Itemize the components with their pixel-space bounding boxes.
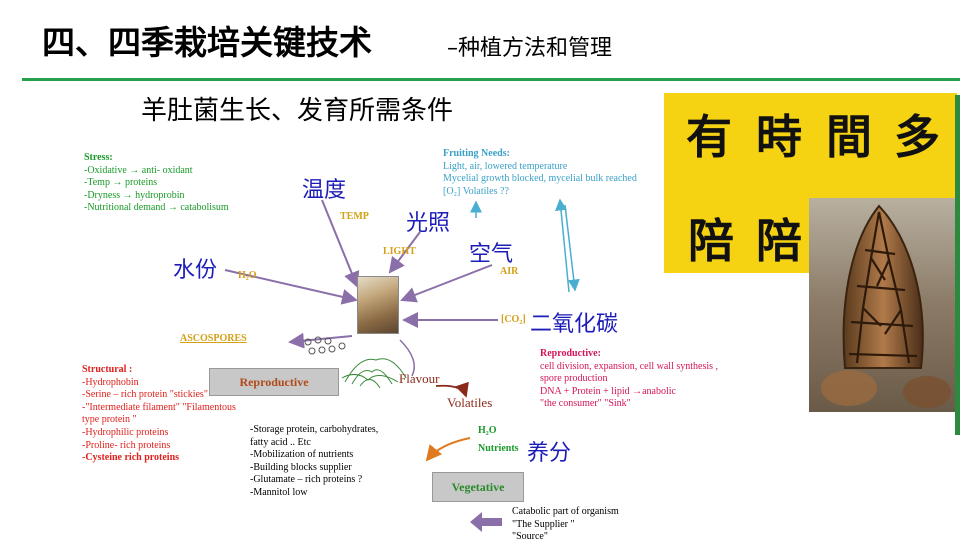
- structural-item: -"Intermediate filament" "Filamentous: [82, 401, 236, 413]
- structural-item: -Proline- rich proteins: [82, 439, 171, 451]
- air-arrow: [400, 264, 493, 303]
- reproductive-block: Reproductive: cell division, expansion, …: [540, 348, 718, 411]
- stress-title: Stress:: [84, 152, 113, 163]
- stress-item: -Dryness → hydroprobin: [84, 189, 185, 201]
- structural-item: -Serine – rich protein "stickies": [82, 389, 208, 401]
- factor-air: 空气: [469, 242, 514, 267]
- factor-light-label: LIGHT: [383, 246, 416, 257]
- storage-item: -Building blocks supplier: [250, 461, 352, 473]
- factor-arrows: [224, 199, 498, 349]
- page-subtitle: –种植方法和管理: [447, 36, 613, 61]
- factor-water-label: H₂O: [238, 270, 257, 281]
- storage-item: -Storage protein, carbohydrates,: [250, 424, 379, 435]
- reproductive-title: Reproductive:: [540, 348, 601, 359]
- factor-water: 水份: [173, 258, 218, 283]
- structural-item: -Hydrophilic proteins: [82, 426, 169, 438]
- storage-item: -Mobilization of nutrients: [250, 449, 354, 461]
- calligraphy-char: 有: [686, 110, 732, 164]
- fruiting-block: Fruiting Needs: Light, air, lowered temp…: [443, 148, 637, 198]
- mycelium-roots: [341, 358, 407, 389]
- water-arrow: [224, 269, 358, 305]
- catabolic-item: "Source": [512, 531, 548, 543]
- page-title: 四、四季栽培关键技术: [42, 23, 372, 62]
- factor-air-label: AIR: [500, 266, 519, 277]
- fruiting-item: [O₂] Volatiles ??: [443, 185, 509, 197]
- structural-item: -Hydrophobin: [82, 376, 139, 388]
- reproductive-item: spore production: [540, 373, 608, 385]
- reproductive-item: "the consumer" "Sink": [540, 398, 631, 410]
- calligraphy-char: 陪: [688, 214, 734, 268]
- factor-light: 光照: [406, 211, 451, 236]
- factor-temperature-label: TEMP: [340, 211, 369, 222]
- reproductive-item: cell division, expansion, cell wall synt…: [540, 360, 719, 372]
- calligraphy-char: 間: [826, 110, 872, 164]
- vegetative-box: Vegetative: [432, 472, 524, 502]
- light-arrow: [388, 231, 421, 274]
- storage-item: -Mannitol low: [250, 486, 308, 498]
- reproductive-item: DNA + Protein + lipid →anabolic: [540, 385, 676, 397]
- co2-exchange-arrow-down: [564, 204, 580, 292]
- storage-item: -Glutamate – rich proteins ?: [250, 474, 363, 486]
- temp-arrow: [321, 199, 360, 288]
- fruiting-item: Mycelial growth blocked, mycelial bulk r…: [443, 173, 637, 185]
- storage-item: fatty acid .. Etc: [250, 436, 311, 448]
- morel-photo: [809, 198, 957, 412]
- calligraphy-char: 時: [756, 110, 802, 164]
- catabolic-item: "The Supplier ": [512, 518, 575, 530]
- co2-exchange-arrow-up: [555, 198, 570, 293]
- diagram-heading: 羊肚菌生长、发育所需条件: [141, 96, 454, 126]
- volatiles-label: Volatiles: [447, 395, 493, 410]
- stress-item: -Temp → proteins: [84, 177, 158, 189]
- page-subtitle-text: 种植方法和管理: [458, 36, 613, 61]
- fruiting-item: Light, air, lowered temperature: [443, 160, 568, 172]
- structural-title: Structural :: [82, 364, 133, 375]
- mushroom-photo: [357, 276, 399, 334]
- flavour-label: Flavour: [399, 371, 440, 386]
- flavour-arrow: [435, 381, 469, 398]
- factor-co2: 二氧化碳: [530, 312, 619, 337]
- catabolic-arrow: [470, 512, 502, 532]
- ascospores-label: ASCOSPORES: [180, 333, 247, 344]
- stress-block: Stress: -Oxidative → anti- oxidant -Temp…: [84, 152, 229, 215]
- reproductive-box: Reproductive: [209, 368, 339, 396]
- nutrients-label: Nutrients: [478, 443, 519, 454]
- factor-nutrients: 养分: [527, 441, 572, 466]
- nutrients-h2o-label: H₂O: [478, 425, 497, 436]
- calligraphy-char: 多: [894, 110, 940, 164]
- calligraphy-char: 陪: [756, 214, 802, 268]
- structural-item: -Cysteine rich proteins: [82, 452, 180, 464]
- stress-item: -Oxidative → anti- oxidant: [84, 164, 193, 176]
- structural-block: Structural : -Hydrophobin -Serine – rich…: [82, 364, 236, 465]
- fruiting-title: Fruiting Needs:: [443, 148, 510, 159]
- catabolic-item: Catabolic part of organism: [512, 506, 619, 517]
- stress-item: -Nutritional demand → catabolisum: [84, 202, 229, 214]
- spore-circles: [304, 336, 346, 355]
- catabolic-block: Catabolic part of organism "The Supplier…: [512, 506, 619, 544]
- storage-block: -Storage protein, carbohydrates, fatty a…: [250, 424, 378, 500]
- side-accent-bar: [955, 95, 960, 435]
- factor-co2-label: [CO₂]: [501, 314, 526, 325]
- header-divider: [22, 78, 960, 81]
- mushroom-stem-curve: [399, 339, 415, 377]
- factor-temperature: 温度: [302, 178, 347, 203]
- structural-item: type protein ": [82, 414, 137, 426]
- nutrient-arrow: [425, 437, 471, 462]
